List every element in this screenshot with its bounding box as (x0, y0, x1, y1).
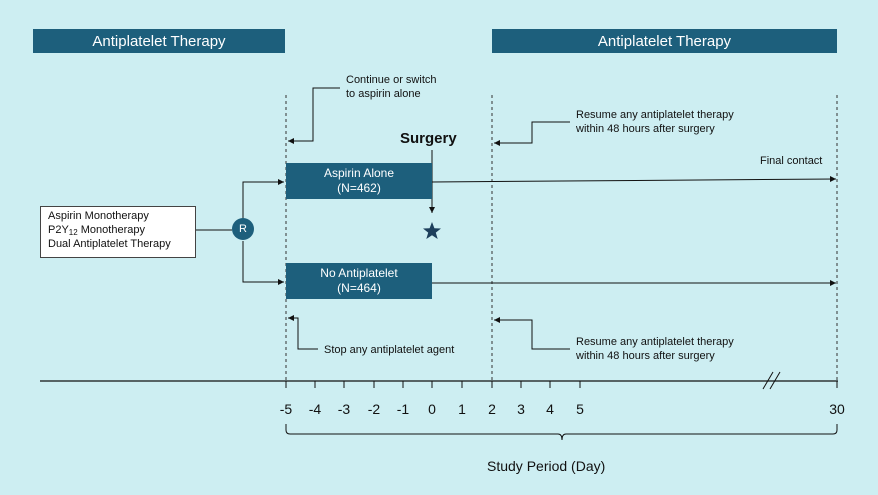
tick-label: -1 (396, 401, 410, 417)
note-stop-agent: Stop any antiplatelet agent (324, 344, 455, 356)
branch-no-antiplatelet (242, 241, 284, 285)
resume-top-leader (494, 121, 570, 146)
timeline-ticks (285, 381, 838, 388)
tick-label: -4 (308, 401, 322, 417)
note-final-contact: Final contact (760, 155, 823, 167)
continue-leader (288, 87, 340, 144)
tick-label: 2 (488, 401, 496, 417)
arm-aspirin-alone: Aspirin Alone (N=462) (286, 163, 432, 199)
arm-none-n: (N=464) (337, 281, 381, 295)
tick-label: -5 (279, 401, 293, 417)
stop-leader (288, 315, 318, 350)
tick-label: 0 (428, 401, 436, 417)
resume-bottom-leader (494, 317, 570, 350)
baseline-line-dual: Dual Antiplatelet Therapy (48, 238, 171, 250)
header-antiplatelet-right: Antiplatelet Therapy (492, 29, 837, 53)
study-period-brace (285, 424, 838, 441)
surgery-star-icon (423, 222, 441, 239)
surgery-label: Surgery (400, 130, 457, 147)
aspirin-followup-arrow (431, 176, 837, 183)
tick-label: -2 (367, 401, 381, 417)
tick-label: 5 (576, 401, 584, 417)
axis-break-2 (769, 371, 781, 390)
baseline-line-aspirin: Aspirin Monotherapy (48, 210, 149, 222)
tick-label: 30 (829, 401, 845, 417)
tick-label: 1 (458, 401, 466, 417)
arm-aspirin-label: Aspirin Alone (323, 166, 395, 180)
note-continue-switch: Continue or switch to aspirin alone (346, 74, 437, 100)
axis-title-study-period: Study Period (Day) (487, 458, 606, 474)
note-resume-bottom: Resume any antiplatelet therapy within 4… (576, 336, 734, 362)
tick-label: 4 (546, 401, 554, 417)
arm-aspirin-n: (N=462) (337, 181, 381, 195)
baseline-line-p2y12: P2Y12 Monotherapy (48, 224, 145, 237)
header-antiplatelet-left: Antiplatelet Therapy (33, 29, 285, 53)
baseline-therapy-box: Aspirin Monotherapy P2Y12 Monotherapy Du… (40, 206, 196, 258)
tick-label: -3 (337, 401, 351, 417)
axis-break-1 (762, 371, 774, 390)
arm-none-label: No Antiplatelet (320, 266, 398, 280)
note-resume-top: Resume any antiplatelet therapy within 4… (576, 109, 734, 135)
tick-label: 3 (517, 401, 525, 417)
arm-no-antiplatelet: No Antiplatelet (N=464) (286, 263, 432, 299)
randomization-circle: R (232, 218, 254, 240)
branch-aspirin (242, 179, 284, 219)
